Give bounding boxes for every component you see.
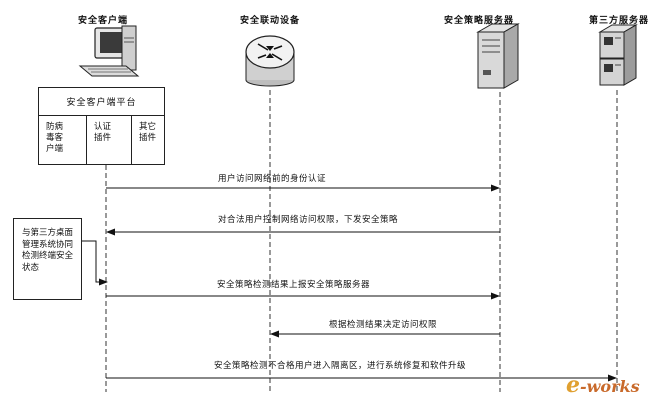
plugin-antivirus: 防病毒客户端	[46, 122, 64, 154]
message-label-auth: 用户访问网络前的身份认证	[218, 174, 327, 184]
message-label-access-decision: 根据检测结果决定访问权限	[329, 320, 438, 330]
actor-title-client: 安全客户端	[78, 16, 129, 26]
platform-title: 安全客户端平台	[39, 88, 164, 116]
eworks-logo: e-works	[566, 372, 640, 398]
actor-title-third-party: 第三方服务器	[589, 16, 649, 26]
computer-icon	[78, 25, 140, 77]
message-label-policy-download: 对合法用户控制网络访问权限，下发安全策略	[218, 215, 399, 225]
self-check-loop	[82, 240, 108, 286]
message-label-isolation: 安全策略检测不合格用户进入隔离区，进行系统修复和软件升级	[214, 361, 467, 371]
self-check-note: 与第三方桌面管理系统协同检测终端安全状态	[13, 218, 82, 300]
actor-title-device: 安全联动设备	[240, 16, 301, 26]
message-label-report: 安全策略检测结果上报安全策略服务器	[217, 280, 371, 290]
server-stack-icon	[598, 24, 638, 86]
plugin-auth: 认证插件	[86, 116, 131, 165]
actor-title-policy-server: 安全策略服务器	[444, 16, 515, 26]
plugin-other: 其它插件	[131, 116, 164, 165]
router-icon	[245, 35, 295, 87]
client-platform-box: 安全客户端平台 防病毒客户端 认证插件 其它插件	[38, 87, 165, 165]
server-icon	[476, 23, 520, 89]
